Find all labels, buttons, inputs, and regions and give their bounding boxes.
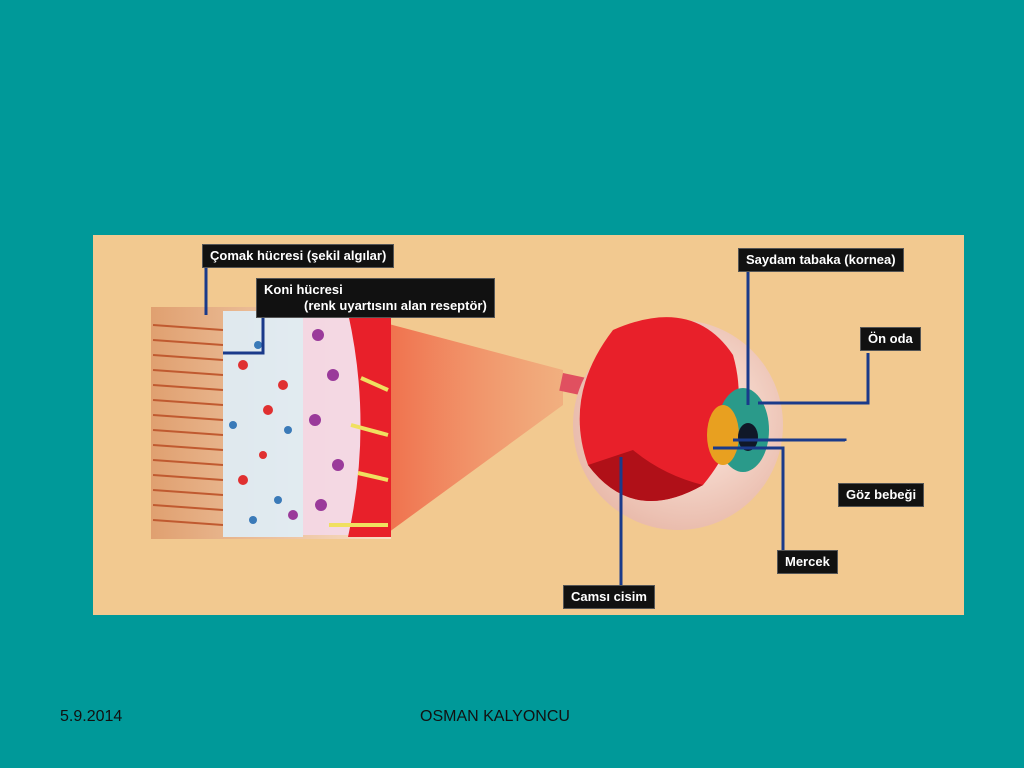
label-mercek: Mercek (777, 550, 838, 574)
label-koni-subtitle: (renk uyartısını alan reseptör) (304, 298, 487, 313)
label-goz-bebegi-text: Göz bebeği (846, 487, 917, 502)
retina-inset (151, 307, 391, 539)
label-koni-title: Koni hücresi (264, 282, 343, 297)
footer-author: OSMAN KALYONCU (420, 708, 570, 725)
eyeball-cutaway (559, 317, 783, 530)
label-goz-bebegi: Göz bebeği (838, 483, 925, 507)
label-on-oda: Ön oda (860, 327, 921, 351)
label-comak-text: Çomak hücresi (şekil algılar) (210, 248, 387, 263)
label-comak-hucresi: Çomak hücresi (şekil algılar) (202, 244, 395, 268)
pointer-lines (204, 267, 870, 585)
label-kornea: Saydam tabaka (kornea) (738, 248, 904, 272)
label-on-oda-text: Ön oda (868, 331, 913, 346)
label-mercek-text: Mercek (785, 554, 830, 569)
magnification-beam (385, 323, 563, 535)
eye-diagram-svg (151, 267, 870, 585)
label-camsi-cisim-text: Camsı cisim (571, 589, 647, 604)
label-koni-hucresi: Koni hücresi (renk uyartısını alan resep… (256, 278, 495, 318)
label-kornea-text: Saydam tabaka (kornea) (746, 252, 896, 267)
eye-anatomy-figure: Çomak hücresi (şekil algılar) Koni hücre… (93, 235, 964, 615)
label-camsi-cisim: Camsı cisim (563, 585, 655, 609)
footer-date: 5.9.2014 (60, 708, 123, 725)
